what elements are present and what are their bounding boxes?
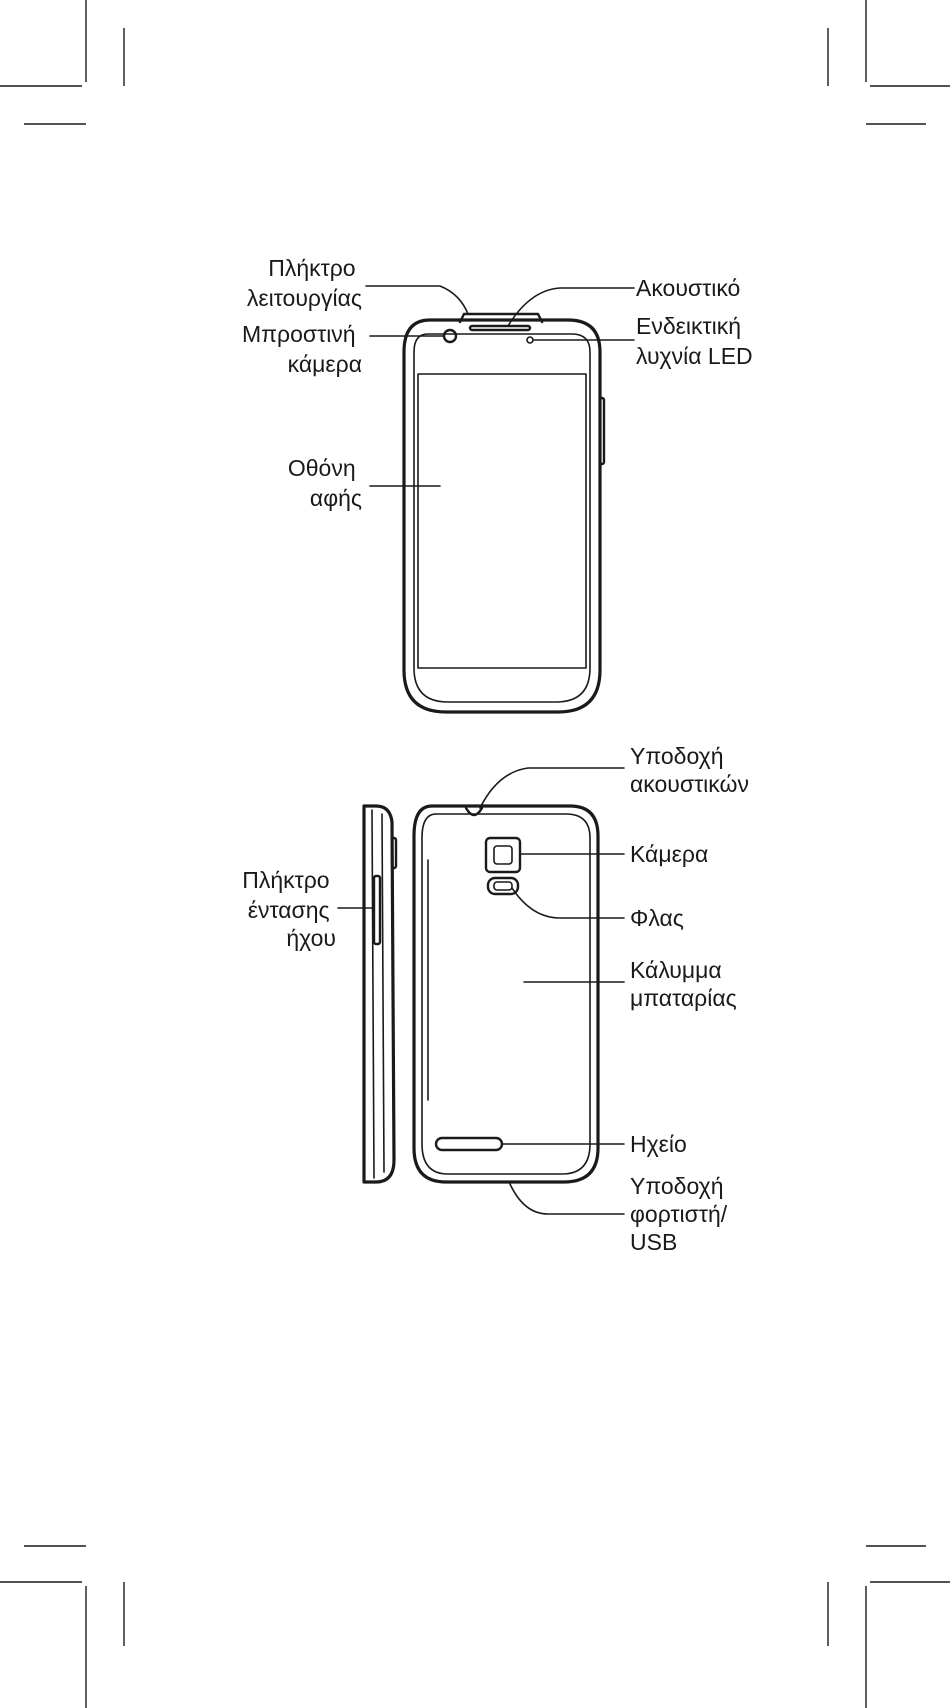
- front-camera-lens: [444, 330, 456, 342]
- phone-back-view: [414, 806, 598, 1182]
- front-callout-lines: [366, 286, 634, 486]
- phone-side-view: [364, 806, 396, 1182]
- volume-key-label: Πλήκτρο έντασης ήχου: [242, 867, 336, 951]
- charger-usb-port-label: Υποδοχή φορτιστή/ USB: [630, 1173, 734, 1255]
- led-indicator-label: Ενδεικτική λυχνία LED: [636, 313, 753, 369]
- speaker-label: Ηχείο: [630, 1131, 687, 1157]
- rear-camera-module: [486, 838, 520, 872]
- earpiece-label: Ακουστικό: [636, 275, 740, 301]
- front-camera-label: Μπροστινή κάμερα: [242, 321, 362, 377]
- function-key-label: Πλήκτρο λειτουργίας: [247, 255, 362, 311]
- battery-cover-label: Κάλυμμα μπαταρίας: [630, 957, 737, 1011]
- speaker-grille: [436, 1138, 502, 1150]
- touchscreen-display: [418, 374, 586, 668]
- led-indicator-dot: [527, 337, 533, 343]
- phone-front-view: [404, 314, 604, 712]
- camera-label: Κάμερα: [630, 841, 708, 867]
- flash-module: [488, 878, 518, 894]
- headset-jack-label: Υποδοχή ακουστικών: [630, 743, 749, 797]
- flash-label: Φλας: [630, 905, 684, 931]
- earpiece-slot: [470, 326, 530, 330]
- touchscreen-label: Οθόνη αφής: [288, 455, 362, 511]
